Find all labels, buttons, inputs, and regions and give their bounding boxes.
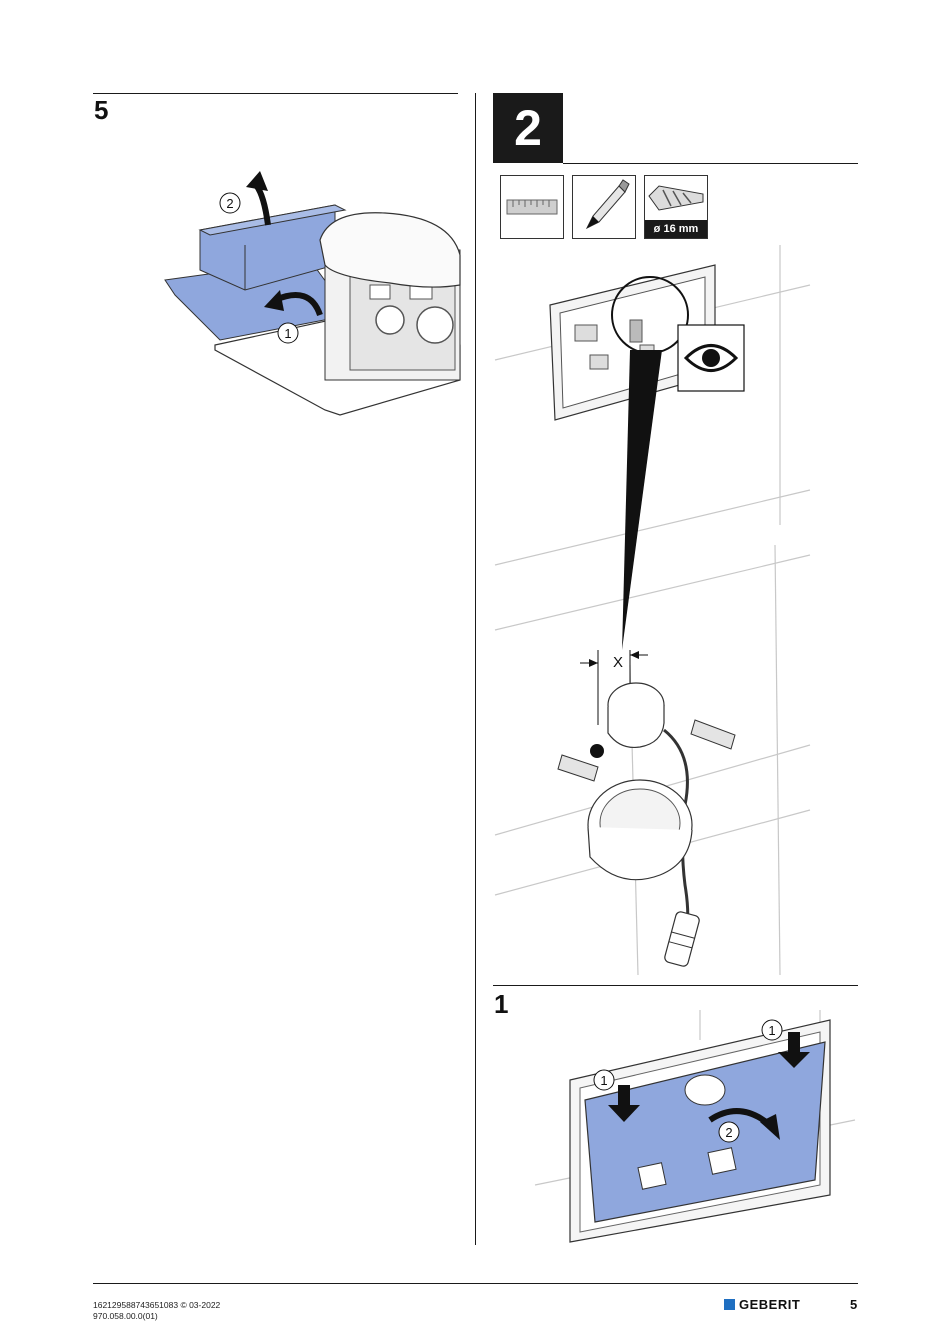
tool-drill: ø 16 mm	[644, 175, 708, 239]
wall-installation-illustration: X	[490, 245, 860, 980]
callout-fold-flap: 1	[284, 326, 291, 341]
drill-size-label: ø 16 mm	[645, 220, 707, 238]
ruler-icon	[501, 176, 563, 238]
packaging-illustration: 2 1	[160, 165, 465, 420]
tool-pencil	[572, 175, 636, 239]
page-number: 5	[850, 1297, 857, 1312]
document-code: 162129588743651083 © 03-2022 970.058.00.…	[93, 1300, 220, 1322]
brand-square-icon	[724, 1299, 735, 1310]
column-divider	[475, 93, 476, 1245]
document-code-line1: 162129588743651083 © 03-2022	[93, 1300, 220, 1311]
step-number-left: 5	[94, 97, 108, 123]
tool-ruler	[500, 175, 564, 239]
protective-cover-illustration: 1 1 2	[530, 1010, 860, 1245]
document-code-line2: 970.058.00.0(01)	[93, 1311, 220, 1322]
step-number-main: 2	[493, 93, 563, 163]
callout-press-left: 1	[600, 1073, 607, 1088]
wall-plug-left	[558, 755, 598, 781]
brand-name: GEBERIT	[739, 1297, 800, 1312]
drill-bit-icon	[645, 176, 707, 220]
drill-hole-marker	[590, 744, 604, 758]
top-rule-left	[93, 93, 458, 94]
brand-logo: GEBERIT	[724, 1297, 800, 1312]
top-rule-right	[563, 163, 858, 164]
substep-rule	[493, 985, 858, 986]
callout-lift-box: 2	[226, 196, 233, 211]
cable-connector	[664, 911, 701, 967]
pencil-icon	[573, 176, 635, 238]
callout-pivot: 2	[725, 1125, 732, 1140]
dimension-label: X	[613, 654, 623, 671]
wall-plug-right	[691, 720, 735, 749]
callout-press-right: 1	[768, 1023, 775, 1038]
step-number-sub: 1	[494, 991, 508, 1017]
footer-rule	[93, 1283, 858, 1284]
